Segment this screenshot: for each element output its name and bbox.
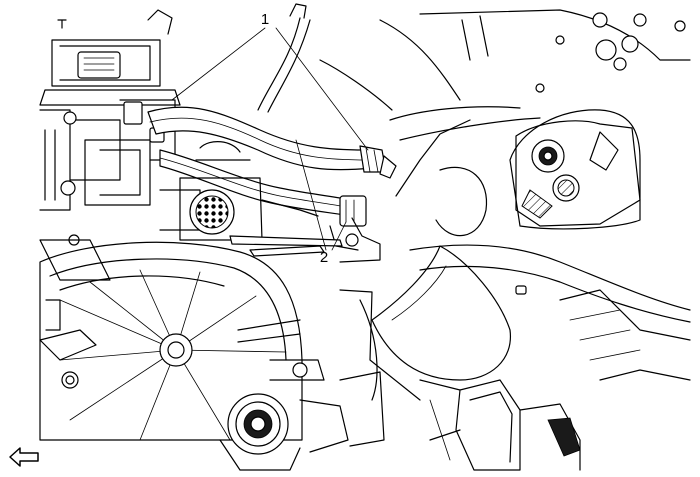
coolant-tube [229,3,343,257]
drive-pulley [219,371,385,471]
upper-hose [147,106,397,179]
callout-leaders [171,27,369,251]
engine-top-assembly [39,9,201,331]
arrow-left-outline-icon [9,447,39,467]
callout-1: 1 [261,11,269,28]
heat-shield [371,245,511,381]
callout-2: 2 [320,249,328,266]
lower-hose [159,149,381,263]
firewall-panel [319,9,691,401]
transmission-housing [39,241,325,441]
gear-cavity [515,120,641,227]
lower-right-bracket [419,379,581,471]
